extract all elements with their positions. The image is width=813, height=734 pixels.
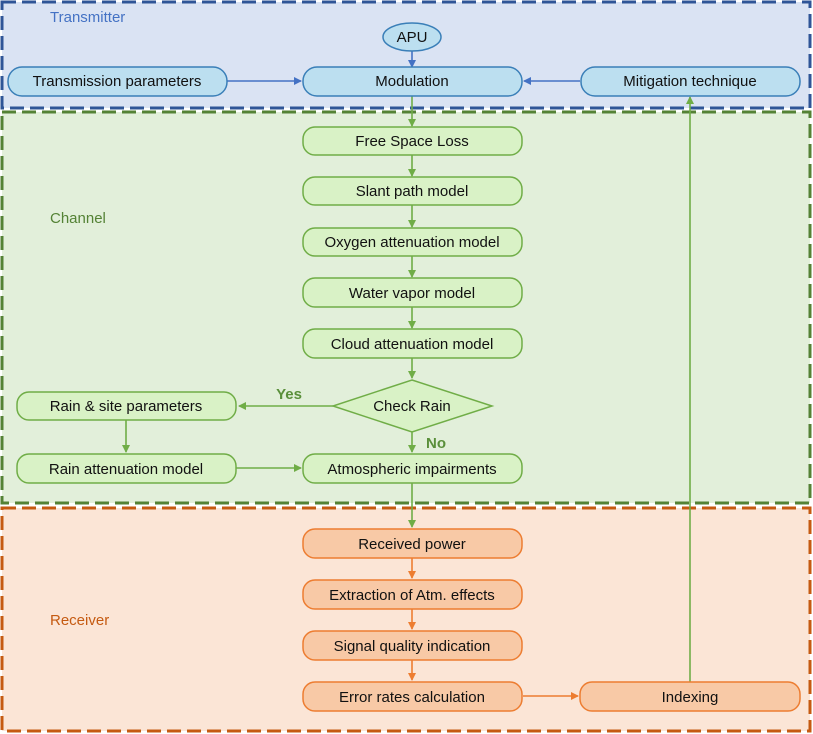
node-indexing: Indexing: [579, 681, 801, 712]
transmission-parameters-box: [7, 66, 228, 97]
modulation-box: [302, 66, 523, 97]
extraction-atm-effects-label: Extraction of Atm. effects: [329, 587, 495, 604]
atmospheric-impairments-label: Atmospheric impairments: [327, 461, 496, 478]
error-rates-calculation-box: [302, 681, 523, 712]
node-mitigation-technique: Mitigation technique: [580, 66, 801, 97]
channel-label: Channel: [50, 210, 106, 227]
indexing-box: [579, 681, 801, 712]
free-space-loss-label: Free Space Loss: [355, 133, 468, 150]
mitigation-technique-box: [580, 66, 801, 97]
rain-site-parameters-label: Rain & site parameters: [50, 398, 203, 415]
node-modulation: Modulation: [302, 66, 523, 97]
no-label: No: [426, 435, 446, 452]
oxygen-attenuation-model-box: [302, 227, 523, 257]
rain-site-parameters-box: [16, 391, 237, 421]
node-slant-path-model: Slant path model: [302, 176, 523, 206]
atmospheric-impairments-box: [302, 453, 523, 484]
node-free-space-loss: Free Space Loss: [302, 126, 523, 156]
transmitter-label: Transmitter: [50, 9, 125, 26]
node-error-rates-calculation: Error rates calculation: [302, 681, 523, 712]
indexing-label: Indexing: [662, 689, 719, 706]
node-signal-quality-indication: Signal quality indication: [302, 630, 523, 661]
modulation-label: Modulation: [375, 73, 448, 90]
node-transmission-parameters: Transmission parameters: [7, 66, 228, 97]
apu-label: APU: [397, 29, 428, 46]
check-rain-label: Check Rain: [373, 398, 451, 415]
apu-shape: [382, 22, 442, 52]
node-received-power: Received power: [302, 528, 523, 559]
yes-label: Yes: [276, 386, 302, 403]
node-rain-attenuation-model: Rain attenuation model: [16, 453, 237, 484]
node-apu: APU: [382, 22, 442, 52]
node-extraction-atm-effects: Extraction of Atm. effects: [302, 579, 523, 610]
node-oxygen-attenuation-model: Oxygen attenuation model: [302, 227, 523, 257]
cloud-attenuation-model-box: [302, 328, 523, 359]
cloud-attenuation-model-label: Cloud attenuation model: [331, 336, 494, 353]
receiver-label: Receiver: [50, 612, 109, 629]
error-rates-calculation-label: Error rates calculation: [339, 689, 485, 706]
free-space-loss-box: [302, 126, 523, 156]
extraction-atm-effects-box: [302, 579, 523, 610]
rain-attenuation-model-label: Rain attenuation model: [49, 461, 203, 478]
transmission-parameters-label: Transmission parameters: [33, 73, 202, 90]
received-power-label: Received power: [358, 536, 466, 553]
rain-attenuation-model-box: [16, 453, 237, 484]
node-rain-site-parameters: Rain & site parameters: [16, 391, 237, 421]
node-check-rain: Check Rain: [330, 379, 495, 433]
oxygen-attenuation-model-label: Oxygen attenuation model: [324, 234, 499, 251]
signal-quality-indication-label: Signal quality indication: [334, 638, 491, 655]
water-vapor-model-label: Water vapor model: [349, 285, 475, 302]
node-water-vapor-model: Water vapor model: [302, 277, 523, 308]
slant-path-model-label: Slant path model: [356, 183, 469, 200]
received-power-box: [302, 528, 523, 559]
node-cloud-attenuation-model: Cloud attenuation model: [302, 328, 523, 359]
mitigation-technique-label: Mitigation technique: [623, 73, 756, 90]
water-vapor-model-box: [302, 277, 523, 308]
node-atmospheric-impairments: Atmospheric impairments: [302, 453, 523, 484]
check-rain-diamond: [330, 379, 495, 433]
edges: [122, 50, 694, 700]
slant-path-model-box: [302, 176, 523, 206]
signal-quality-indication-box: [302, 630, 523, 661]
